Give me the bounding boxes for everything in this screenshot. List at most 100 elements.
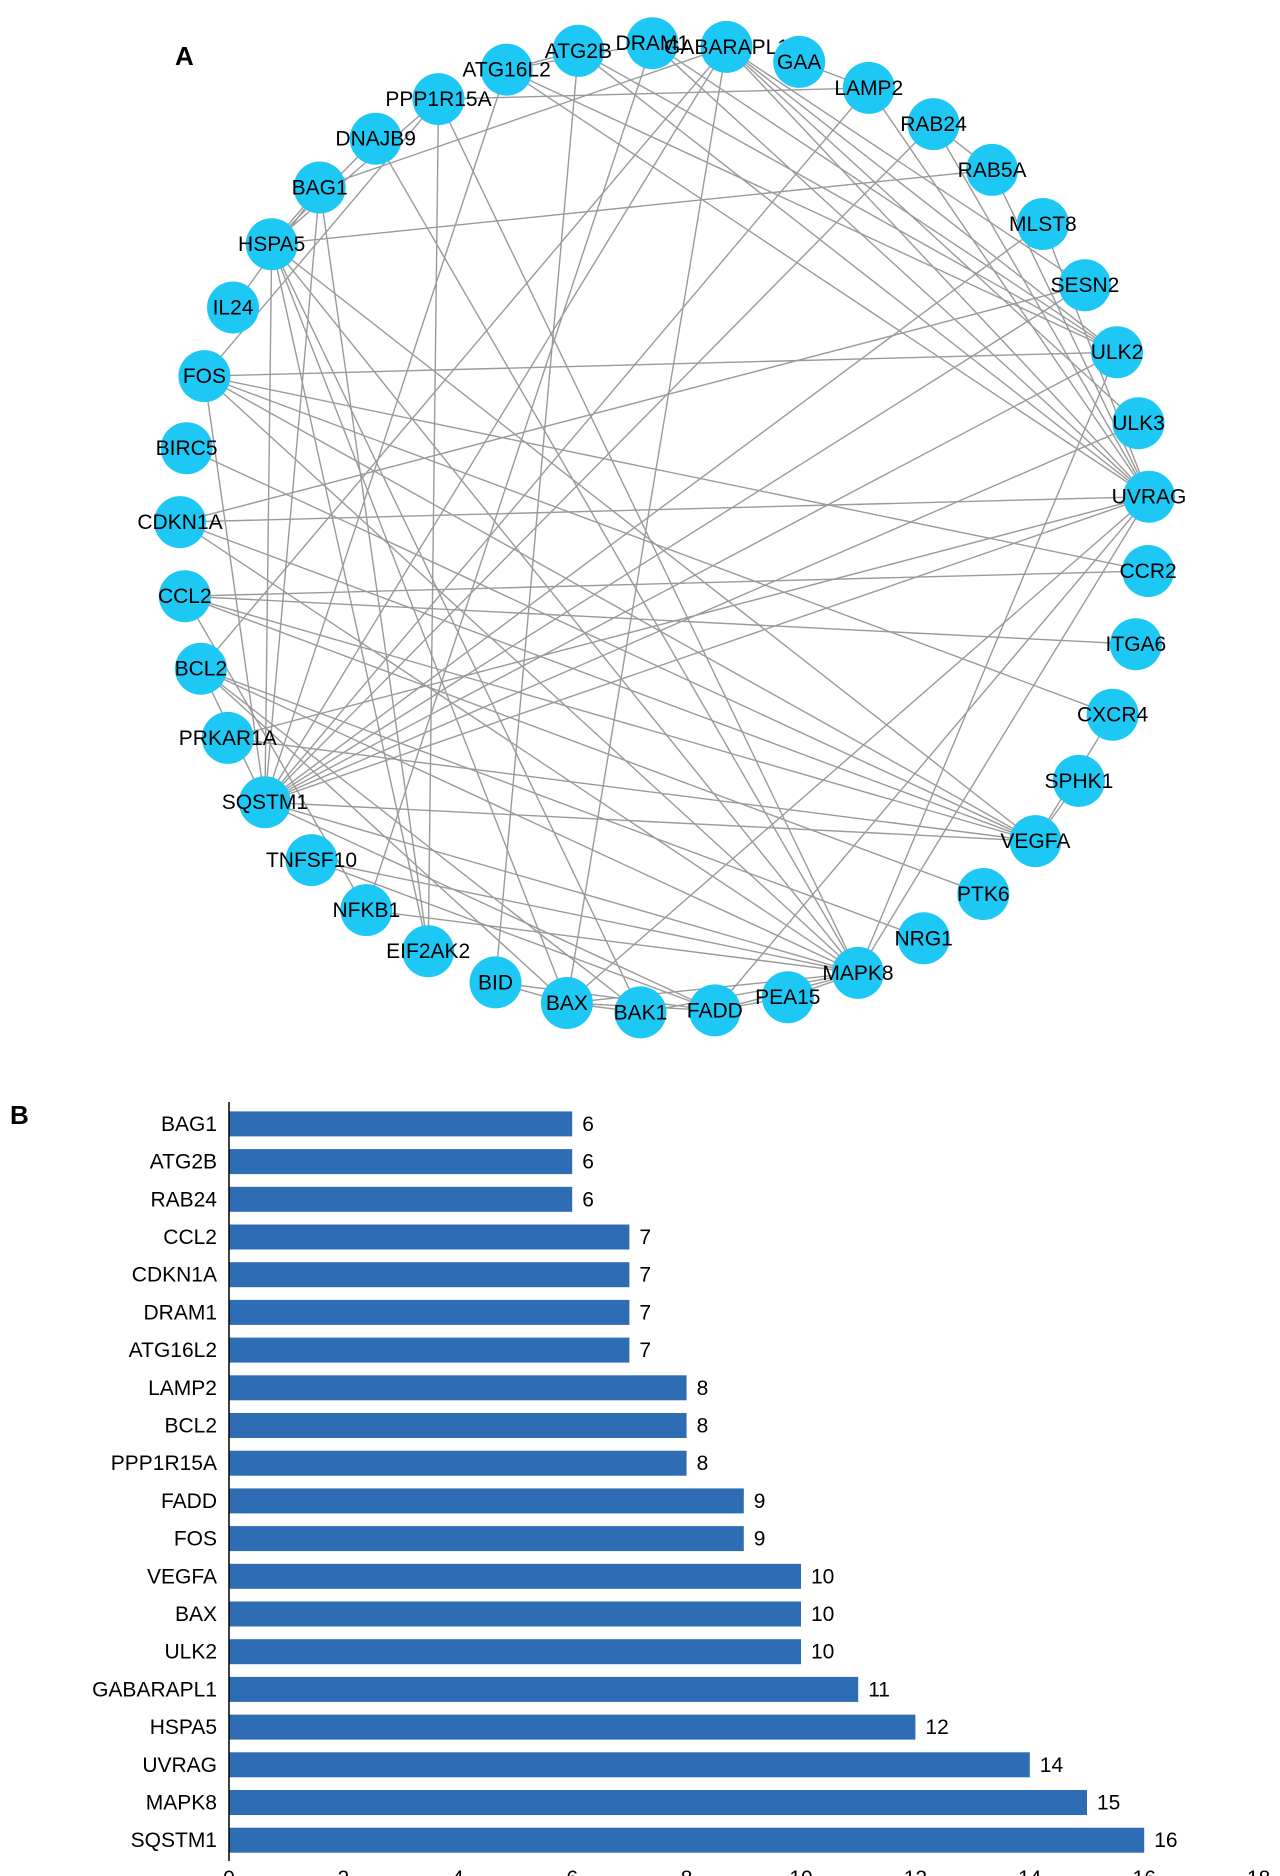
node-circle <box>761 971 814 1024</box>
node-circle <box>1122 545 1175 597</box>
node-circle <box>174 642 227 695</box>
node-ulk2: ULK2 <box>1091 326 1144 379</box>
bar-gabarapl1 <box>229 1676 859 1702</box>
edge-sqstm1-gabarapl1 <box>264 46 728 803</box>
node-eif2ak2: EIF2AK2 <box>386 925 470 978</box>
edge-bag1-eif2ak2 <box>319 187 429 952</box>
edge-vegfa-ccl2 <box>184 595 1036 842</box>
edge-vegfa-fos <box>204 375 1036 842</box>
node-gaa: GAA <box>773 35 826 88</box>
node-bak1: BAK1 <box>614 986 667 1039</box>
edge-hspa5-bax <box>271 243 568 1004</box>
node-circle <box>207 281 259 334</box>
node-dram1: DRAM1 <box>616 17 689 70</box>
data-label: 9 <box>754 1490 766 1513</box>
node-tnfsf10: TNFSF10 <box>266 834 357 887</box>
bar-rab24 <box>229 1186 573 1212</box>
node-label: FADD <box>687 999 743 1022</box>
edge-atg2b-bid <box>494 50 580 983</box>
data-label: 6 <box>582 1113 594 1136</box>
node-label: PRKAR1A <box>179 727 277 750</box>
bar-fadd <box>229 1488 744 1514</box>
node-sesn2: SESN2 <box>1050 259 1119 312</box>
bar-mapk8 <box>229 1790 1087 1815</box>
node-dnajb9: DNAJB9 <box>335 112 416 165</box>
node-circle <box>158 570 211 623</box>
edge-ppp1r15a-eif2ak2 <box>427 99 440 952</box>
edge-mapk8-uvrag <box>857 496 1150 974</box>
x-tick-label: 14 <box>1018 1867 1042 1876</box>
node-circle <box>907 98 960 151</box>
data-label: 10 <box>811 1603 834 1626</box>
node-label: CXCR4 <box>1077 704 1149 727</box>
edge-mapk8-ppp1r15a <box>437 98 859 974</box>
node-nrg1: NRG1 <box>895 912 953 965</box>
edge-bcl2-bak1 <box>200 668 641 1013</box>
node-label: ATG2B <box>545 40 612 63</box>
x-tick-label: 6 <box>566 1867 578 1876</box>
edge-uvrag-gabarapl1 <box>725 46 1150 498</box>
node-circle <box>1112 397 1165 450</box>
category-label: BAX <box>175 1603 217 1626</box>
edge-gabarapl1-bax <box>566 46 728 1004</box>
bar-lamp2 <box>229 1375 687 1401</box>
node-circle <box>552 24 605 77</box>
node-circle <box>626 17 679 70</box>
edge-mapk8-hspa5 <box>271 243 859 974</box>
node-label: BIRC5 <box>156 437 218 460</box>
bar-hspa5 <box>229 1714 916 1740</box>
data-label: 9 <box>754 1528 766 1551</box>
node-circle <box>154 496 206 549</box>
node-circle <box>293 161 346 214</box>
category-label: CDKN1A <box>132 1264 217 1287</box>
category-label: LAMP2 <box>148 1377 217 1400</box>
node-lamp2: LAMP2 <box>834 61 903 114</box>
category-label: SQSTM1 <box>131 1829 217 1852</box>
node-label: DNAJB9 <box>335 128 416 151</box>
x-tick-label: 16 <box>1133 1867 1156 1876</box>
node-label: GABARAPL1 <box>664 36 789 59</box>
node-ulk3: ULK3 <box>1112 397 1165 450</box>
bar-ulk2 <box>229 1639 801 1665</box>
bar-fos <box>229 1526 744 1552</box>
node-label: BAX <box>546 992 588 1015</box>
bar-bax <box>229 1601 801 1627</box>
edge-sqstm1-ulk3 <box>264 422 1139 803</box>
category-label: DRAM1 <box>143 1301 217 1324</box>
bar-bcl2 <box>229 1413 687 1438</box>
node-circle <box>469 956 522 1009</box>
edge-ulk2-atg16l2 <box>506 68 1118 353</box>
bar-atg2b <box>229 1149 573 1175</box>
x-tick-label: 4 <box>452 1867 464 1876</box>
network-nodes: DRAM1GABARAPL1GAALAMP2RAB24RAB5AMLST8SES… <box>137 17 1186 1039</box>
data-label: 7 <box>639 1339 651 1362</box>
edge-mapk8-nfkb1 <box>366 909 859 974</box>
node-label: RAB5A <box>958 159 1027 182</box>
node-ccl2: CCL2 <box>158 570 212 623</box>
node-bid: BID <box>469 956 522 1009</box>
edge-ccl2-ccr2 <box>184 570 1149 597</box>
node-ppp1r15a: PPP1R15A <box>385 73 492 126</box>
edge-hspa5-rab5a <box>271 169 993 245</box>
edge-sqstm1-bag1 <box>264 187 321 803</box>
edge-sqstm1-ulk2 <box>264 351 1118 803</box>
node-circle <box>957 868 1010 920</box>
node-circle <box>412 73 465 126</box>
node-label: ULK2 <box>1091 341 1144 364</box>
node-label: SQSTM1 <box>222 791 308 814</box>
edge-sqstm1-uvrag <box>264 496 1150 803</box>
x-tick-label: 8 <box>681 1867 693 1876</box>
edge-uvrag-atg2b <box>577 50 1150 498</box>
edge-gabarapl1-ulk2 <box>726 46 1118 353</box>
category-label: UVRAG <box>142 1754 217 1777</box>
edge-bax-bcl2 <box>200 668 568 1004</box>
bar-dram1 <box>229 1299 630 1325</box>
node-bag1: BAG1 <box>292 161 348 214</box>
x-tick-label: 10 <box>789 1867 812 1876</box>
category-label: FADD <box>161 1490 217 1513</box>
node-prkar1a: PRKAR1A <box>179 711 277 764</box>
node-cxcr4: CXCR4 <box>1077 688 1149 741</box>
edge-sqstm1-lamp2 <box>264 87 870 803</box>
edge-ulk2-atg2b <box>578 50 1118 353</box>
